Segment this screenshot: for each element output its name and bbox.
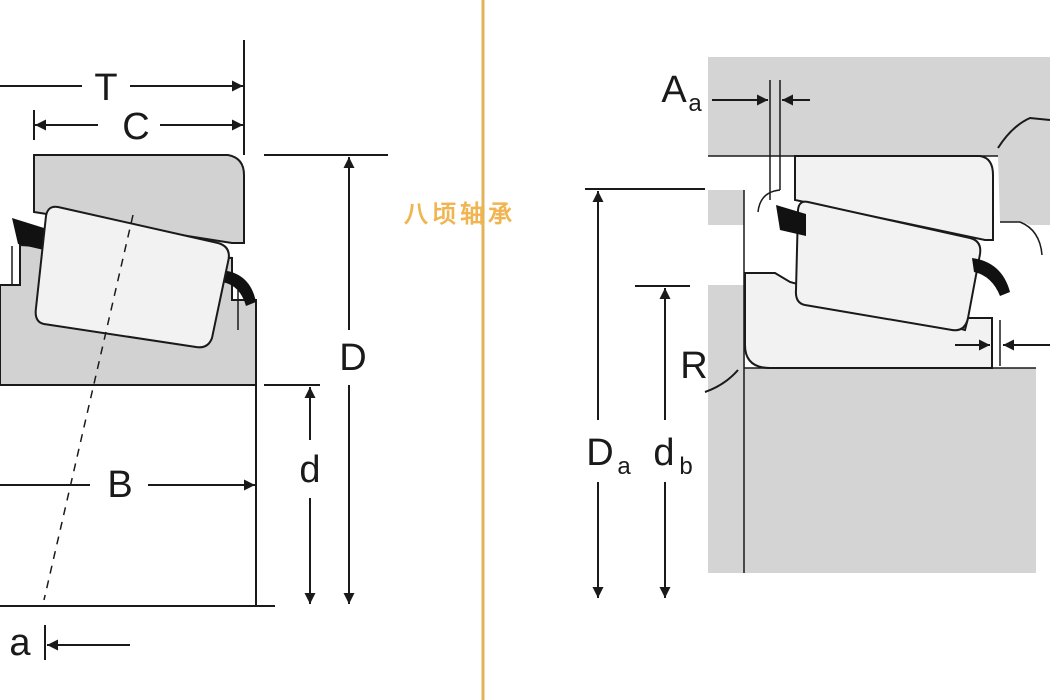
shaft (708, 368, 1036, 573)
dim-label-R: R (680, 345, 707, 387)
outer-ring (33, 154, 245, 244)
dim-label-Da: D (586, 432, 613, 474)
dim-label-D: D (339, 337, 366, 379)
shaft-step (708, 285, 745, 368)
watermark-text: 八顷轴承 (404, 200, 516, 228)
dim-label-C: C (122, 106, 149, 148)
contact-angle-line (43, 214, 134, 601)
cage-rear (220, 270, 256, 306)
dim-label-Aa-subscript: a (688, 90, 702, 117)
dim-label-Da-subscript: a (617, 453, 631, 480)
tapered-roller-mounted (794, 200, 982, 332)
cage-mounted-rear (972, 258, 1010, 296)
tapered-roller (34, 205, 230, 349)
left-bearing-section: T C D d B a (0, 40, 388, 664)
dim-label-a: a (9, 622, 31, 664)
dim-label-db: d (653, 432, 674, 474)
dim-label-db-subscript: b (679, 453, 692, 480)
dim-label-d: d (299, 449, 320, 491)
dim-label-B: B (107, 464, 132, 506)
dim-label-T: T (94, 67, 117, 109)
right-mounting-section: R A a D a d b (585, 57, 1050, 598)
dim-label-Aa: A (661, 69, 687, 111)
cage-mounted (776, 205, 806, 236)
cage (12, 218, 44, 250)
